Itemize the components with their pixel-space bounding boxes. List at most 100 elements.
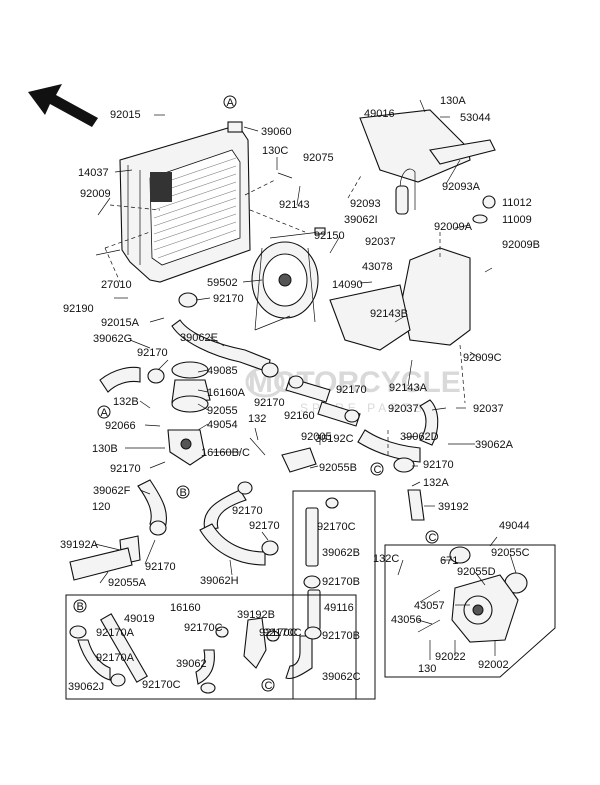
label-49019: 49019 — [124, 613, 155, 625]
label-39062g: 39062G — [93, 333, 132, 345]
reference-lines — [104, 173, 466, 455]
label-92170-ra: 92170 — [423, 459, 454, 471]
callout-a-left: A — [101, 407, 109, 419]
label-120: 120 — [92, 501, 110, 513]
label-92093a: 92093A — [442, 181, 481, 193]
callout-a-top: A — [227, 97, 235, 109]
callout-markers: A A B B C C C — [73, 95, 439, 692]
label-49116: 49116 — [324, 602, 354, 614]
callout-c-pump: C — [429, 532, 437, 544]
label-92170-thermo: 92170 — [254, 397, 285, 409]
callout-b-mid: B — [180, 487, 187, 499]
label-92143: 92143 — [279, 199, 310, 211]
radiator — [119, 121, 251, 283]
label-671: 671 — [440, 555, 458, 567]
label-14090: 14090 — [332, 279, 363, 291]
label-92055: 92055 — [207, 405, 238, 417]
label-39060: 39060 — [261, 126, 292, 138]
label-92037-top: 92037 — [365, 236, 396, 248]
label-92170c-e: 92170C — [142, 679, 181, 691]
label-92055c: 92055C — [491, 547, 530, 559]
label-14037: 14037 — [78, 167, 109, 179]
label-39062b: 39062B — [322, 547, 360, 559]
callout-c-box: C — [265, 680, 273, 692]
water-pump — [417, 574, 519, 643]
label-92170-low: 92170 — [145, 561, 176, 573]
label-92190: 92190 — [63, 303, 94, 315]
label-11009: 11009 — [502, 214, 532, 226]
label-92170a-a: 92170A — [96, 627, 135, 639]
label-39062d: 39062D — [400, 431, 439, 443]
label-16160bc: 16160B/C — [201, 447, 250, 459]
label-92170b-b: 92170B — [322, 630, 360, 642]
label-49044: 49044 — [499, 520, 530, 532]
label-92170c-d: 92170C — [263, 627, 302, 639]
label-39192c: 39192C — [315, 433, 354, 445]
label-92170c-c: 92170C — [184, 622, 223, 634]
label-53044: 53044 — [460, 112, 491, 124]
label-39192a: 39192A — [60, 539, 99, 551]
label-92055a: 92055A — [108, 577, 147, 589]
cooling-fan — [251, 227, 326, 331]
label-27010: 27010 — [101, 279, 132, 291]
label-92022: 92022 — [435, 651, 466, 663]
label-92170c-a: 92170C — [317, 521, 356, 533]
part-labels: 92015 39060 130C 92075 14037 92009 92143… — [60, 95, 540, 693]
label-92075: 92075 — [303, 152, 334, 164]
label-39062i: 39062I — [344, 214, 378, 226]
label-92009a: 92009A — [434, 221, 473, 233]
label-92170-h: 92170 — [232, 505, 263, 517]
label-130c: 130C — [262, 145, 288, 157]
label-43078: 43078 — [362, 261, 393, 273]
coolant-hoses — [77, 319, 439, 685]
label-92150: 92150 — [314, 230, 345, 242]
label-39062j: 39062J — [68, 681, 104, 693]
label-92170b-a: 92170B — [322, 576, 360, 588]
label-16160a: 16160A — [207, 387, 246, 399]
label-92037-r: 92037 — [388, 403, 419, 415]
label-92066: 92066 — [105, 420, 136, 432]
label-92055d: 92055D — [457, 566, 496, 578]
thermostat-housing — [69, 361, 317, 581]
label-92143b: 92143B — [370, 308, 408, 320]
label-92055b: 92055B — [319, 462, 357, 474]
label-92170-fan: 92170 — [213, 293, 244, 305]
label-11012: 11012 — [502, 197, 532, 209]
label-130a: 130A — [440, 95, 466, 107]
label-92009c: 92009C — [463, 352, 502, 364]
label-39062c: 39062C — [322, 671, 361, 683]
label-92170-h2: 92170 — [249, 520, 280, 532]
label-92005: 92005 — [301, 431, 332, 443]
label-132b: 132B — [113, 396, 139, 408]
callout-b-box: B — [77, 601, 84, 613]
label-92160: 92160 — [284, 410, 315, 422]
label-130: 130 — [418, 663, 436, 675]
label-92009b: 92009B — [502, 239, 540, 251]
label-92015: 92015 — [110, 109, 141, 121]
label-43056: 43056 — [391, 614, 422, 626]
label-132: 132 — [248, 413, 266, 425]
label-92093: 92093 — [350, 198, 381, 210]
label-16160: 16160 — [170, 602, 201, 614]
label-39062a: 39062A — [475, 439, 514, 451]
label-130b: 130B — [92, 443, 118, 455]
label-92170a-b: 92170A — [96, 652, 135, 664]
hose-clamps — [69, 292, 528, 694]
label-92143a: 92143A — [389, 382, 428, 394]
water-pump-box — [384, 544, 556, 678]
label-39062f: 39062F — [93, 485, 131, 497]
label-132c: 132C — [373, 553, 399, 565]
label-92170-mid: 92170 — [110, 463, 141, 475]
label-39192: 39192 — [438, 501, 469, 513]
label-92015a: 92015A — [101, 317, 140, 329]
label-132a: 132A — [423, 477, 449, 489]
label-49016: 49016 — [364, 108, 395, 120]
label-92009: 92009 — [80, 188, 111, 200]
label-92170c-b: 92170C — [259, 627, 298, 639]
label-43057: 43057 — [414, 600, 445, 612]
label-92170-r: 92170 — [336, 384, 367, 396]
label-49054: 49054 — [207, 419, 238, 431]
bypass-fittings — [100, 613, 267, 683]
